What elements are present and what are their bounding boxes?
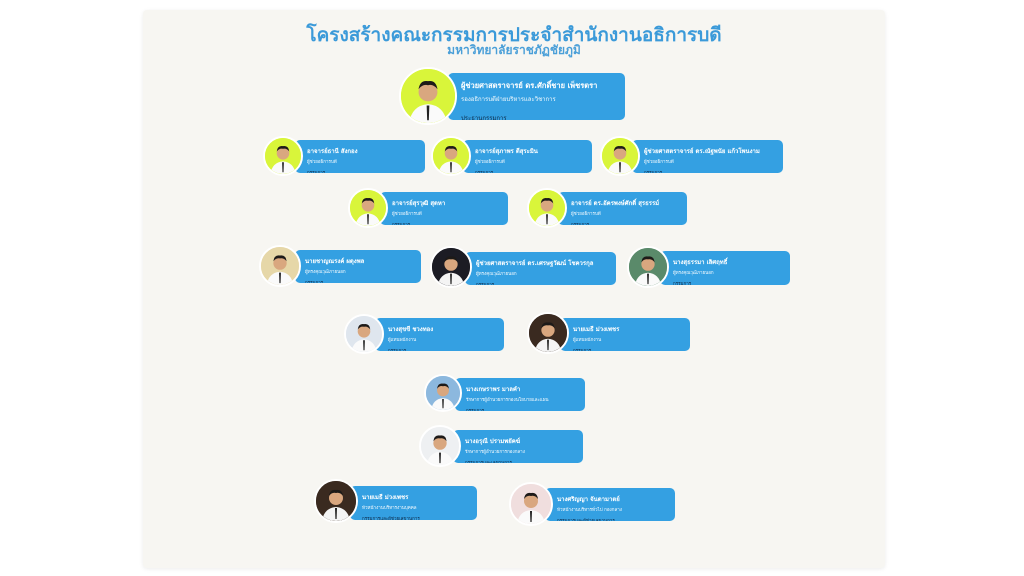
member-name: อาจารย์สุภาพร ดีสุระมิน: [475, 148, 538, 155]
person-avatar-icon: [401, 69, 455, 123]
member-photo: [314, 479, 358, 523]
member-name: นายเมธี ม่วงเพชร: [573, 326, 620, 333]
person-avatar-icon: [529, 190, 565, 226]
member-position: รองอธิการบดีฝ่ายบริหารและวิชาการ: [461, 96, 556, 103]
member-info-box: อาจารย์ธานี สังกองผู้ช่วยอธิการบดีกรรมกา…: [295, 140, 425, 173]
member-position: ผู้ช่วยอธิการบดี: [475, 160, 505, 165]
member-position: ผู้ทรงคุณวุฒิภายนอก: [673, 271, 714, 276]
member-role: กรรมการ: [307, 169, 425, 173]
member-info-box: นางสุธรรมา เลิศฤทธิ์ผู้ทรงคุณวุฒิภายนอกก…: [660, 251, 790, 285]
member-role: กรรมการและผู้ช่วยเลขานุการ: [362, 517, 420, 520]
member-position: ผู้ช่วยอธิการบดี: [644, 160, 674, 165]
member-position: รักษาการผู้อำนวยการกองกลาง: [465, 450, 525, 455]
person-avatar-icon: [529, 314, 567, 352]
member-role: กรรมการและผู้ช่วยเลขานุการ: [557, 517, 675, 521]
member-role: กรรมการ: [571, 221, 687, 225]
member-photo: [348, 188, 388, 228]
member-photo: [600, 136, 640, 176]
member-info-box: อาจารย์สุภาพร ดีสุระมินผู้ช่วยอธิการบดีก…: [463, 140, 592, 173]
member-info-box: ผู้ช่วยศาสตราจารย์ ดร.เศรษฐวัฒน์ โชควรกุ…: [465, 252, 616, 285]
member-role: กรรมการและเลขานุการ: [465, 459, 583, 463]
member-photo: [430, 246, 472, 288]
member-photo: [527, 188, 567, 228]
person-avatar-icon: [346, 316, 382, 352]
member-photo: [527, 312, 569, 354]
member-position: ผู้ช่วยอธิการบดี: [307, 160, 337, 165]
member-name: นางศริญญา จันดามาตย์: [557, 496, 620, 503]
member-info-box: อาจารย์สุรวุฒิ สุดหาผู้ช่วยอธิการบดีกรรม…: [380, 192, 508, 225]
person-avatar-icon: [426, 376, 460, 410]
person-avatar-icon: [265, 138, 301, 174]
member-role: ประธานกรรมการ: [461, 115, 507, 120]
person-avatar-icon: [316, 481, 356, 521]
member-name: นางสุขขี ชวงทอง: [388, 326, 434, 333]
org-chart-canvas: โครงสร้างคณะกรรมการประจำสำนักงานอธิการบด…: [143, 10, 885, 568]
member-position: ผู้แทนพนักงาน: [388, 338, 417, 343]
member-name: อาจารย์ ดร.อัครพงษ์ศักดิ์ สุรธรรม์: [571, 200, 660, 207]
member-photo: [509, 482, 553, 526]
member-photo: [419, 425, 461, 467]
member-position: ผู้แทนพนักงาน: [573, 338, 602, 343]
member-info-box: นายเมธี ม่วงเพชรหัวหน้างานบริหารงานบุคคล…: [350, 486, 477, 520]
member-role: กรรมการ: [476, 281, 616, 285]
member-name: นางอรุณี ปรามพยัคฆ์: [465, 438, 521, 445]
member-info-box: นางเกษราพร มาลคำรักษาการผู้อำนวยการกองนโ…: [455, 378, 585, 411]
member-photo: [259, 245, 301, 287]
member-position: หัวหน้างานบริหารงานบุคคล: [362, 506, 417, 511]
person-avatar-icon: [261, 247, 299, 285]
member-info-box: อาจารย์ ดร.อัครพงษ์ศักดิ์ สุรธรรม์ผู้ช่ว…: [558, 192, 687, 225]
member-info-box: นายชาญณรงค์ ผดุงพลผู้ทรงคุณวุฒิภายนอกกรร…: [295, 250, 421, 283]
member-name: อาจารย์สุรวุฒิ สุดหา: [392, 200, 446, 207]
member-role: กรรมการ: [388, 347, 504, 351]
person-avatar-icon: [629, 248, 667, 286]
member-role: กรรมการ: [644, 169, 783, 173]
person-avatar-icon: [350, 190, 386, 226]
member-photo: [627, 246, 669, 288]
member-info-box: นางศริญญา จันดามาตย์หัวหน้างานบริหารทั่ว…: [545, 488, 675, 521]
member-photo: [431, 136, 471, 176]
member-position: ผู้ช่วยอธิการบดี: [392, 212, 422, 217]
member-role: กรรมการ: [305, 279, 421, 283]
member-name: อาจารย์ธานี สังกอง: [307, 148, 358, 155]
person-avatar-icon: [432, 248, 470, 286]
member-role: กรรมการ: [475, 169, 592, 173]
page-title: โครงสร้างคณะกรรมการประจำสำนักงานอธิการบด…: [306, 24, 722, 46]
member-name: นายเมธี ม่วงเพชร: [362, 494, 409, 501]
member-info-box: นางอรุณี ปรามพยัคฆ์รักษาการผู้อำนวยการกอ…: [453, 430, 583, 463]
member-name: นางสุธรรมา เลิศฤทธิ์: [673, 259, 728, 266]
member-info-box: ผู้ช่วยศาสตราจารย์ ดร.ศักดิ์ชาย เพ็ชรตรา…: [448, 73, 625, 120]
member-name: ผู้ช่วยศาสตราจารย์ ดร.เศรษฐวัฒน์ โชควรกุ…: [476, 260, 594, 267]
person-avatar-icon: [433, 138, 469, 174]
member-photo: [263, 136, 303, 176]
member-position: ผู้ช่วยอธิการบดี: [571, 212, 601, 217]
member-name: ผู้ช่วยศาสตราจารย์ ดร.ณัฐพนัย แก้วโพนงาม: [644, 148, 760, 155]
member-photo: [399, 67, 457, 125]
member-info-box: ผู้ช่วยศาสตราจารย์ ดร.ณัฐพนัย แก้วโพนงาม…: [632, 140, 783, 173]
member-role: กรรมการ: [573, 347, 690, 351]
member-position: ผู้ทรงคุณวุฒิภายนอก: [476, 272, 517, 277]
member-position: รักษาการผู้อำนวยการกองนโยบายและแผน: [466, 398, 549, 403]
member-position: หัวหน้างานบริหารทั่วไป กองกลาง: [557, 508, 622, 513]
member-role: กรรมการ: [466, 407, 585, 411]
member-position: ผู้ทรงคุณวุฒิภายนอก: [305, 270, 346, 275]
person-avatar-icon: [421, 427, 459, 465]
member-role: กรรมการ: [392, 221, 508, 225]
member-photo: [424, 374, 462, 412]
member-name: ผู้ช่วยศาสตราจารย์ ดร.ศักดิ์ชาย เพ็ชรตรา: [461, 81, 598, 90]
person-avatar-icon: [602, 138, 638, 174]
member-name: นายชาญณรงค์ ผดุงพล: [305, 258, 365, 265]
person-avatar-icon: [511, 484, 551, 524]
member-role: กรรมการ: [673, 282, 692, 285]
member-name: นางเกษราพร มาลคำ: [466, 386, 521, 393]
member-photo: [344, 314, 384, 354]
page-subtitle: มหาวิทยาลัยราชภัฏชัยภูมิ: [447, 43, 581, 57]
